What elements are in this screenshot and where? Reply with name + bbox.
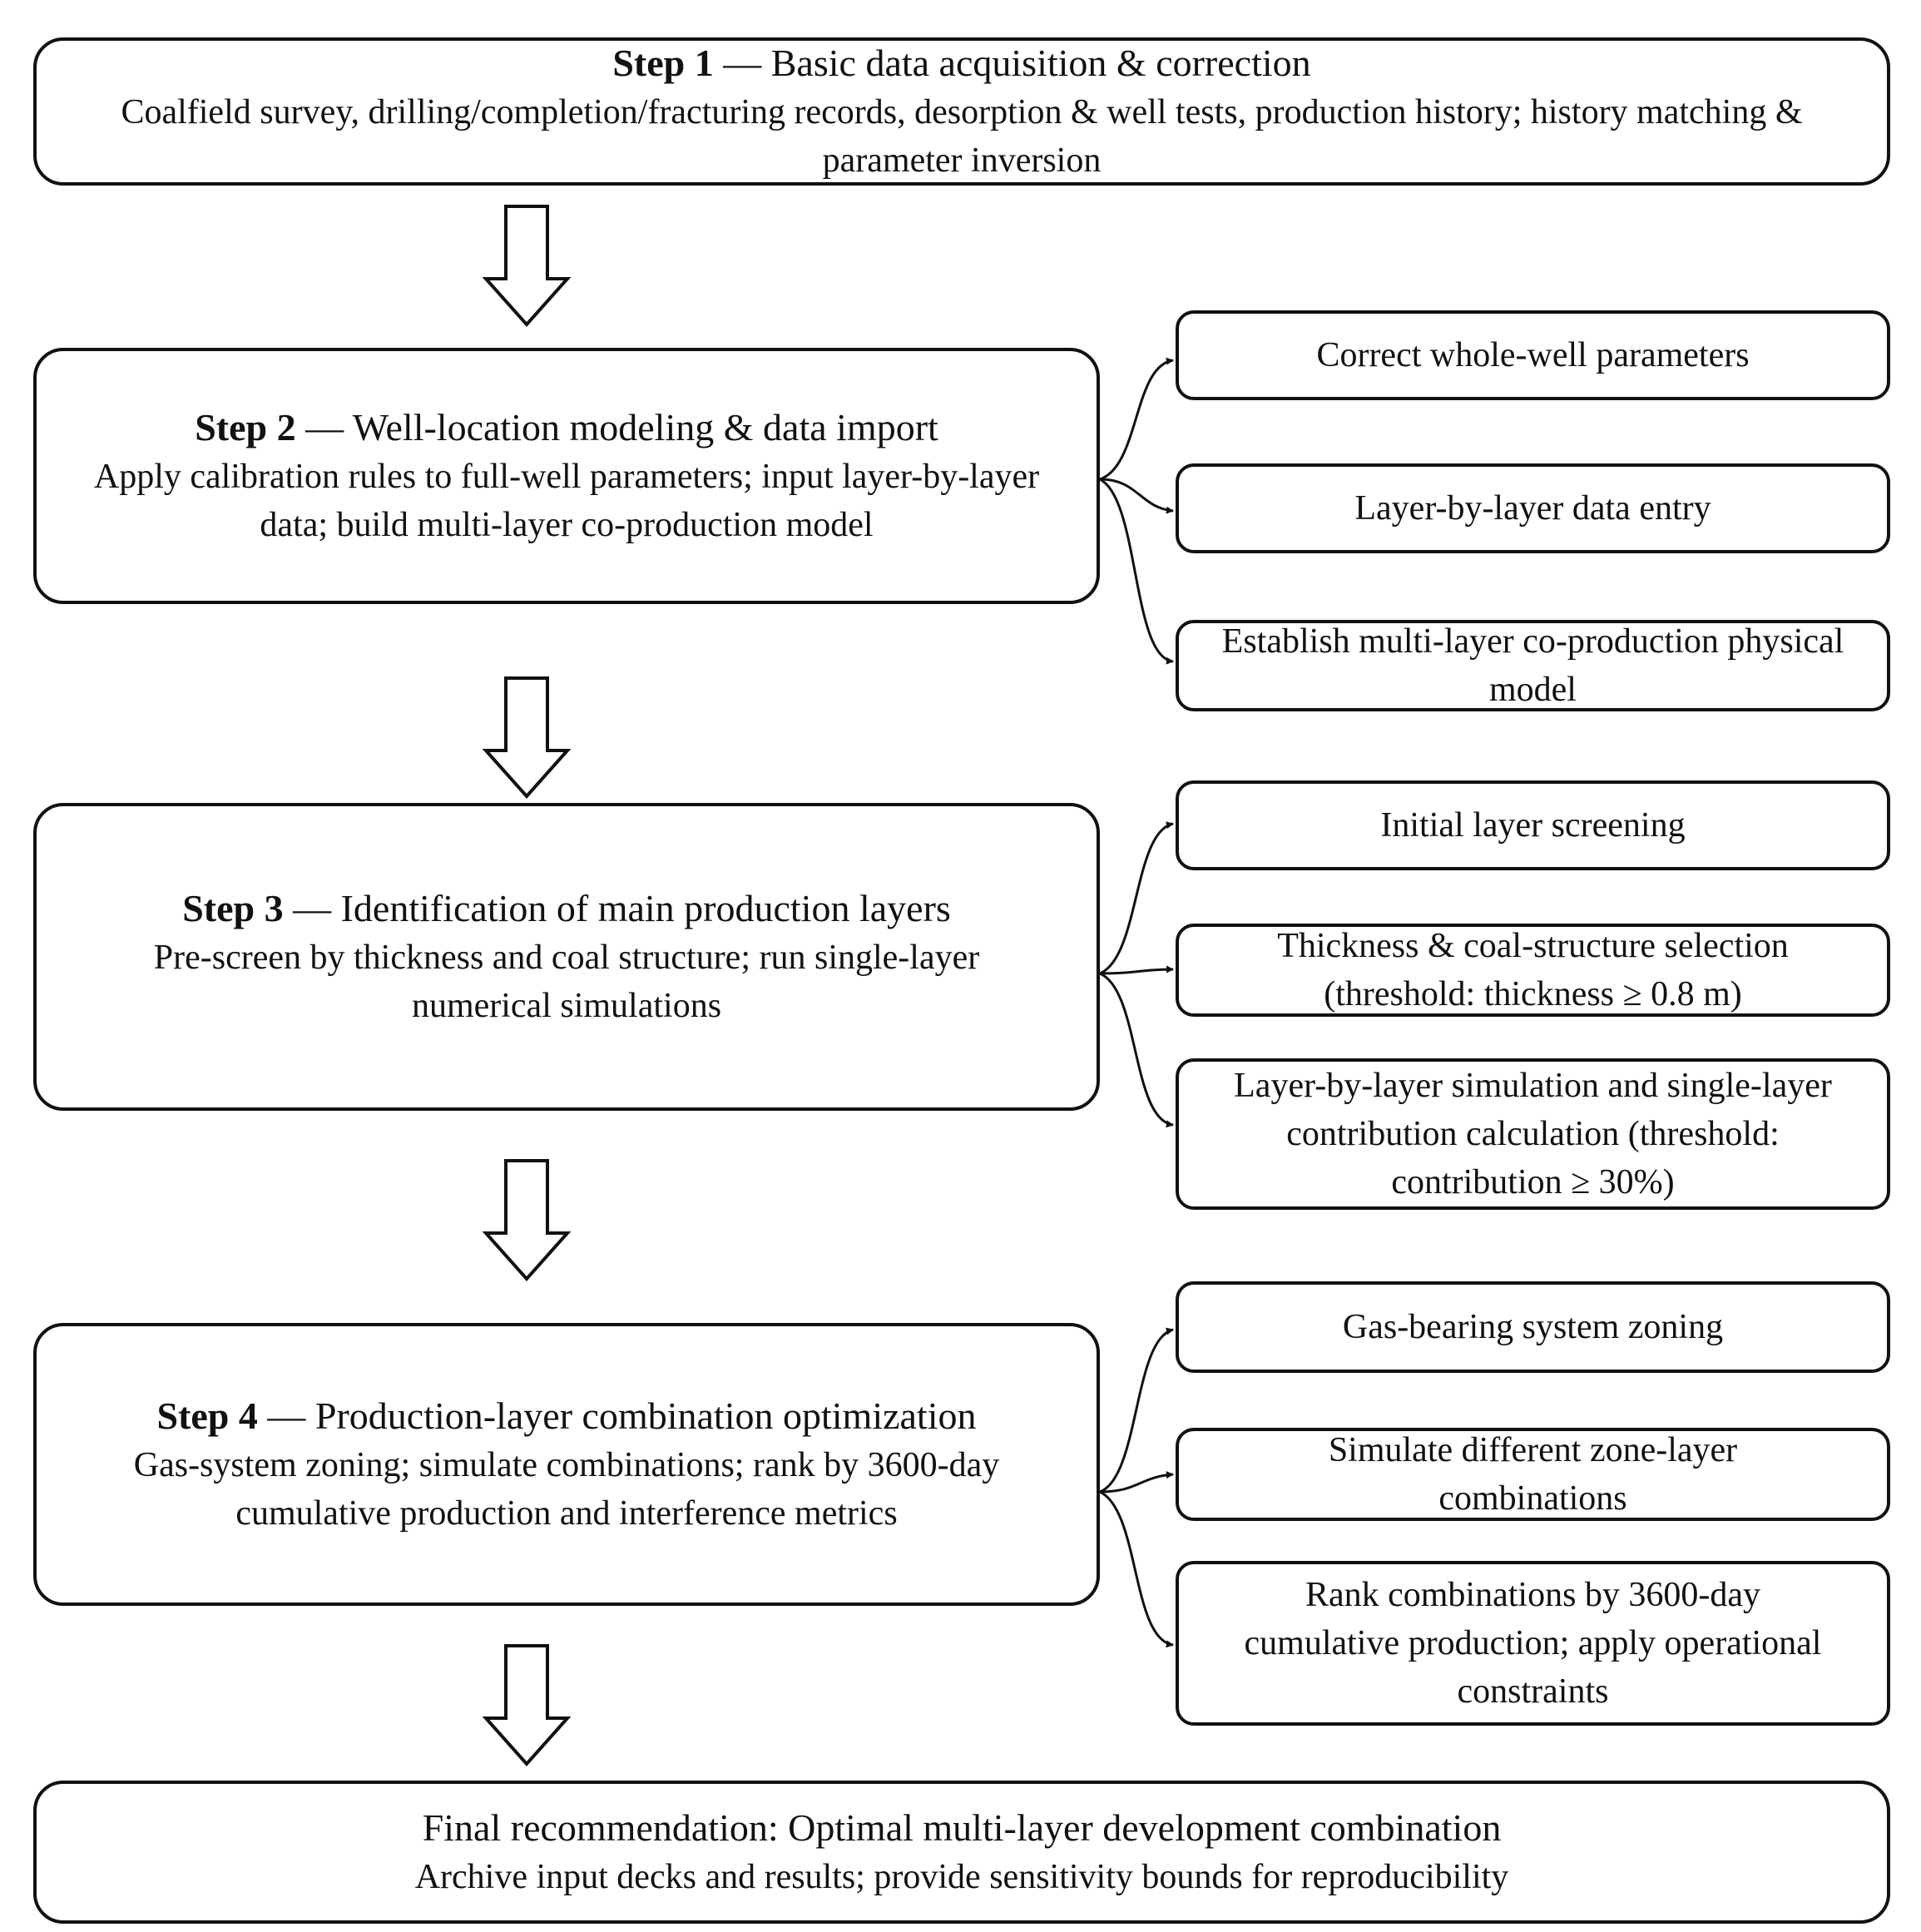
step4-label: Step 4 xyxy=(156,1395,258,1437)
step4-substep-3: Rank combinations by 3600-day cumulative… xyxy=(1176,1561,1890,1726)
step2-box: Step 2 — Well-location modeling & data i… xyxy=(33,348,1100,604)
step1-title: Step 1 — Basic data acquisition & correc… xyxy=(612,38,1310,88)
step4-desc: Gas-system zoning; simulate combinations… xyxy=(133,1446,1000,1533)
substep-label: Gas-bearing system zoning xyxy=(1342,1308,1724,1346)
step3-box: Step 3 — Identification of main producti… xyxy=(33,803,1100,1111)
step1-heading: — Basic data acquisition & correction xyxy=(713,42,1311,84)
step2-title: Step 2 — Well-location modeling & data i… xyxy=(195,403,938,453)
step3-desc: Pre-screen by thickness and coal structu… xyxy=(153,939,980,1025)
branch-connector-4c xyxy=(1099,1490,1174,1648)
branch-connector-2b xyxy=(1099,478,1174,514)
step3-heading: — Identification of main production laye… xyxy=(283,887,951,929)
step3-substep-1: Initial layer screening xyxy=(1176,780,1890,870)
step2-heading: — Well-location modeling & data import xyxy=(295,406,938,448)
down-arrow-4 xyxy=(482,1644,572,1767)
down-arrow-2 xyxy=(482,676,572,800)
step2-desc: Apply calibration rules to full-well par… xyxy=(93,458,1040,544)
substep-label: Initial layer screening xyxy=(1380,806,1686,845)
down-arrow-1 xyxy=(482,205,572,328)
substep-label: Thickness & coal-structure selection (th… xyxy=(1277,927,1789,1013)
step2-label: Step 2 xyxy=(195,406,296,448)
step4-substep-1: Gas-bearing system zoning xyxy=(1176,1281,1890,1373)
branch-connector-2c xyxy=(1099,478,1174,665)
final-desc: Archive input decks and results; provide… xyxy=(414,1858,1509,1896)
branch-connector-3a xyxy=(1099,821,1174,975)
substep-label: Correct whole-well parameters xyxy=(1316,336,1750,374)
step2-substep-3: Establish multi-layer co-production phys… xyxy=(1176,620,1890,711)
step3-substep-3: Layer-by-layer simulation and single-lay… xyxy=(1176,1058,1890,1210)
step3-label: Step 3 xyxy=(182,887,284,929)
substep-label: Simulate different zone-layer combinatio… xyxy=(1328,1431,1738,1518)
step3-substep-2: Thickness & coal-structure selection (th… xyxy=(1176,924,1890,1017)
branch-connector-2a xyxy=(1099,357,1174,481)
final-title: Final recommendation: Optimal multi-laye… xyxy=(422,1806,1502,1849)
step4-title: Step 4 — Production-layer combination op… xyxy=(156,1391,976,1441)
step3-title: Step 3 — Identification of main producti… xyxy=(182,884,951,934)
branch-connector-4a xyxy=(1099,1327,1174,1494)
step2-substep-2: Layer-by-layer data entry xyxy=(1176,463,1890,553)
substep-label: Layer-by-layer data entry xyxy=(1354,489,1711,528)
final-box: Final recommendation: Optimal multi-laye… xyxy=(33,1781,1890,1924)
down-arrow-3 xyxy=(482,1159,572,1282)
branch-connector-3b xyxy=(1099,965,1174,975)
step4-substep-2: Simulate different zone-layer combinatio… xyxy=(1176,1428,1890,1521)
step4-heading: — Production-layer combination optimizat… xyxy=(257,1395,977,1437)
substep-label: Rank combinations by 3600-day cumulative… xyxy=(1244,1576,1822,1711)
step1-box: Step 1 — Basic data acquisition & correc… xyxy=(33,37,1890,186)
step1-label: Step 1 xyxy=(612,42,714,84)
step1-desc: Coalfield survey, drilling/completion/fr… xyxy=(121,93,1803,180)
substep-label: Layer-by-layer simulation and single-lay… xyxy=(1234,1067,1832,1201)
branch-connector-4b xyxy=(1099,1471,1174,1494)
substep-label: Establish multi-layer co-production phys… xyxy=(1221,622,1844,709)
step4-box: Step 4 — Production-layer combination op… xyxy=(33,1323,1100,1606)
step2-substep-1: Correct whole-well parameters xyxy=(1176,310,1890,400)
branch-connector-3c xyxy=(1099,972,1174,1128)
